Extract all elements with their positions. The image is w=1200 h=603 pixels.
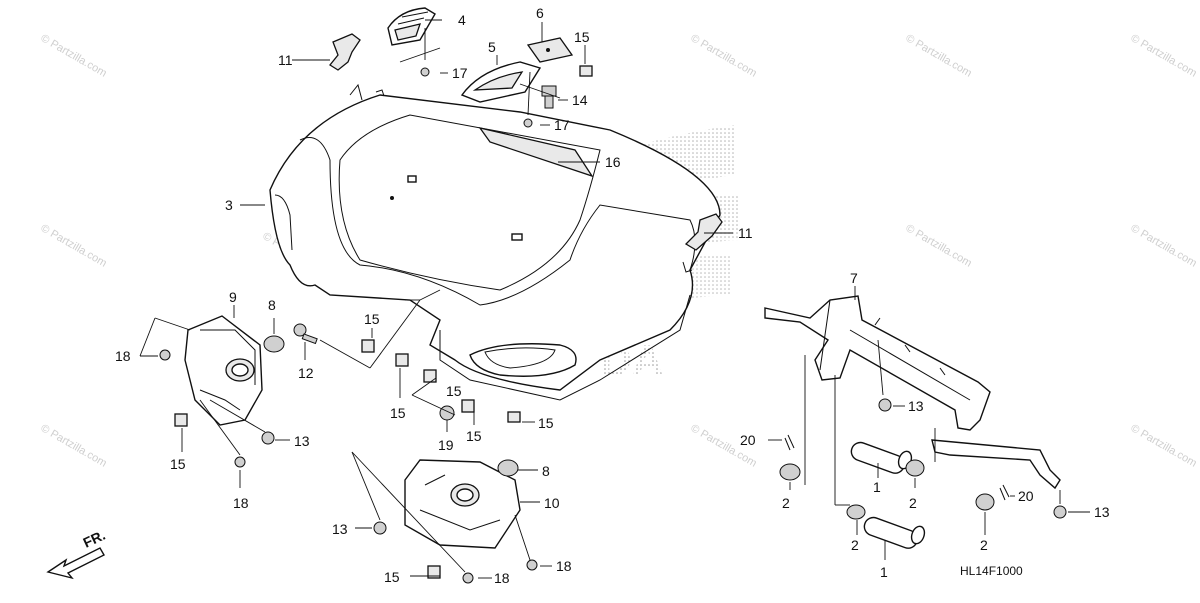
cover-strip: [478, 126, 594, 178]
callout-11-left: 11: [278, 52, 293, 68]
callout-15-right: 15: [538, 415, 554, 431]
front-direction-arrow: FR.: [46, 527, 108, 580]
callout-15-bottom: 15: [384, 569, 400, 585]
callout-2-d: 2: [980, 537, 988, 553]
callout-8-left: 8: [268, 297, 276, 313]
callout-13-bottom: 13: [332, 521, 348, 537]
callout-20-right: 20: [1018, 488, 1034, 504]
bracket-6: [526, 37, 593, 77]
clip-15: [579, 65, 593, 77]
collar-2: [779, 459, 995, 520]
callout-2-c: 2: [851, 537, 859, 553]
watermark: © Partzilla.com: [904, 32, 974, 79]
grommet-8: [263, 335, 519, 477]
callout-9: 9: [229, 289, 237, 305]
callout-15-center2: 15: [466, 428, 482, 444]
clip-bracket-11-left: [329, 33, 361, 71]
callout-1-b: 1: [880, 564, 888, 580]
clips-15: [174, 339, 521, 579]
callout-1-a: 1: [873, 479, 881, 495]
callout-4: 4: [458, 12, 466, 28]
watermark: © Partzilla.com: [1129, 222, 1199, 269]
leader-lines: [139, 19, 1090, 579]
callout-2-a: 2: [782, 495, 790, 511]
rubber-mount-1: [850, 441, 926, 549]
side-panel-left: [184, 315, 263, 426]
callout-8-bottom: 8: [542, 463, 550, 479]
watermark: © Partzilla.com: [1129, 32, 1199, 79]
drawing-code: HL14F1000: [960, 564, 1023, 578]
callout-17-left: 17: [452, 65, 468, 81]
mounting-frame: [764, 295, 1061, 490]
callout-20-left: 20: [740, 432, 756, 448]
callout-16: 16: [605, 154, 621, 170]
callout-18-bottom: 18: [494, 570, 510, 586]
watermark: © Partzilla.com: [904, 222, 974, 269]
vent-grille: [460, 61, 542, 103]
top-vent-cover: [387, 7, 436, 46]
callout-13-right: 13: [1094, 504, 1110, 520]
grommet-14: [541, 85, 557, 109]
callout-5: 5: [488, 39, 496, 55]
front-cover: [269, 83, 721, 401]
callout-7: 7: [850, 270, 858, 286]
callout-10: 10: [544, 495, 560, 511]
watermark: © Partzilla.com: [39, 222, 109, 269]
watermark: © Partzilla.com: [39, 32, 109, 79]
callout-15-top: 15: [574, 29, 590, 45]
watermark: © Partzilla.com: [39, 422, 109, 469]
callout-12: 12: [298, 365, 314, 381]
bolt-12: [293, 323, 318, 345]
screw-17: [420, 67, 533, 128]
grommet-19: [439, 405, 455, 421]
callout-6: 6: [536, 5, 544, 21]
callout-15-lower: 15: [390, 405, 406, 421]
callout-15-left: 15: [170, 456, 186, 472]
watermark: © Partzilla.com: [1129, 422, 1199, 469]
callout-15-mid: 15: [364, 311, 380, 327]
watermark: © Partzilla.com: [689, 32, 759, 79]
side-panel-bottom: [404, 459, 521, 549]
callout-14: 14: [572, 92, 588, 108]
callout-13-frame: 13: [908, 398, 924, 414]
callout-2-b: 2: [909, 495, 917, 511]
callout-13-left: 13: [294, 433, 310, 449]
callout-11-right: 11: [738, 225, 753, 241]
callout-3: 3: [225, 197, 233, 213]
front-label: FR.: [81, 527, 108, 551]
callout-numbers: 3 11 11 4 17 5 6 15 14 17 16 9 8 18 12 1…: [115, 5, 1110, 586]
callout-18-lower-left: 18: [233, 495, 249, 511]
callout-15-center: 15: [446, 383, 462, 399]
callout-18-left: 18: [115, 348, 131, 364]
bolts-13-18: [159, 349, 1067, 584]
callout-17-right: 17: [554, 117, 570, 133]
callout-18-bottom-right: 18: [556, 558, 572, 574]
pin-20: [784, 434, 1010, 501]
callout-19: 19: [438, 437, 454, 453]
clip-bracket-11-right: [684, 213, 723, 251]
